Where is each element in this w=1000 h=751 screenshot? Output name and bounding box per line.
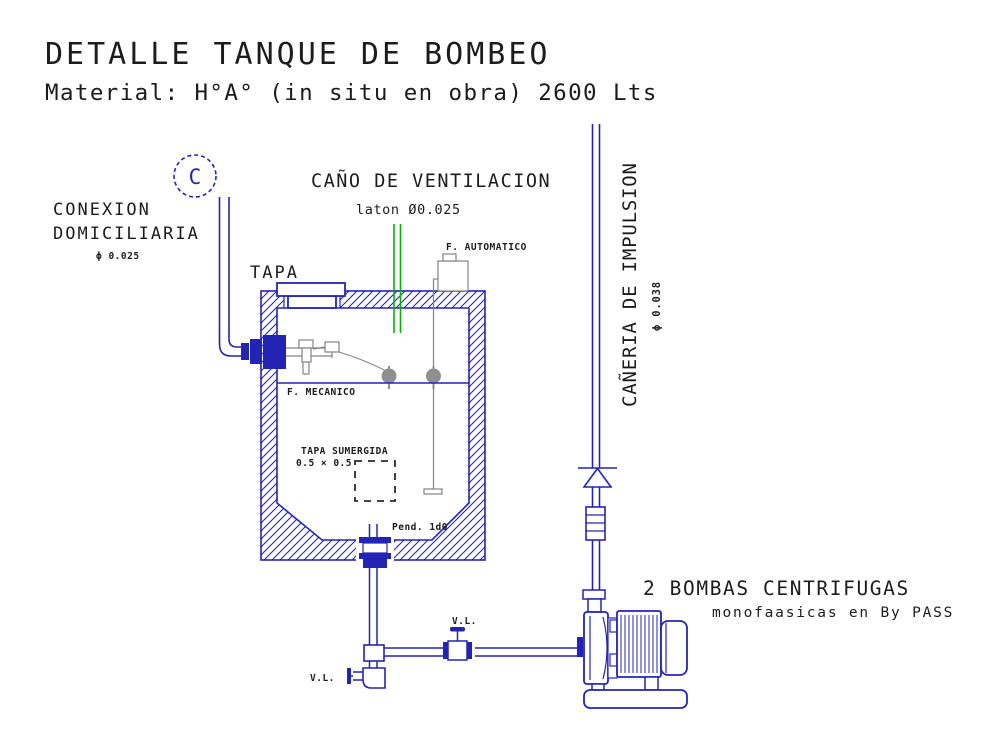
submerged-lid-outline <box>354 460 396 502</box>
slope-label: Pend. 1d0 <box>392 522 448 533</box>
float-mech-label: F. MECANICO <box>287 387 355 398</box>
vent-label: CAÑO DE VENTILACION <box>311 170 551 192</box>
float-auto-label: F. AUTOMATICO <box>446 242 527 253</box>
drain-valve <box>347 668 351 684</box>
drain-valve-label: V.L. <box>310 673 335 684</box>
conexion-label-2: DOMICILIARIA <box>53 224 200 244</box>
marker-letter: C <box>189 165 202 189</box>
conexion-label-1: CONEXION <box>53 200 151 220</box>
pumps-label-1: 2 BOMBAS CENTRIFUGAS <box>643 577 910 600</box>
line-valve-label: V.L. <box>452 616 477 627</box>
submerged-lid-label-2: 0.5 × 0.5 <box>296 458 352 469</box>
float-valve-mechanical <box>286 339 397 389</box>
page-title: DETALLE TANQUE DE BOMBEO <box>45 37 550 72</box>
page-subtitle: Material: H°A° (in situ en obra) 2600 Lt… <box>45 80 658 106</box>
flex-coupling <box>585 506 606 541</box>
pump-suction-flange <box>577 637 583 657</box>
drain-piping <box>347 644 577 689</box>
connection-marker: C <box>173 154 217 198</box>
impulsion-pipe <box>591 124 601 590</box>
check-valve <box>578 467 617 488</box>
pump-base <box>583 689 688 709</box>
centrifugal-pump <box>577 589 688 709</box>
tapa-label: TAPA <box>250 263 299 283</box>
submerged-lid-label-1: TAPA SUMERGIDA <box>301 446 388 457</box>
bottom-outlet <box>356 524 394 645</box>
pumps-label-2: monofaasicas en By PASS <box>712 605 954 621</box>
float-switch-automatic <box>423 253 469 495</box>
impulsion-diameter: ϕ 0.038 <box>651 281 663 331</box>
vent-spec-label: laton Ø0.025 <box>356 202 461 218</box>
domiciliary-pipe <box>218 197 241 357</box>
conexion-diameter: ϕ 0.025 <box>96 251 140 262</box>
vent-pipe <box>393 224 402 333</box>
impulsion-label: CAÑERIA DE IMPULSION <box>618 162 641 407</box>
pump-motor <box>616 610 662 678</box>
pump-end-cap <box>660 620 688 676</box>
line-valve <box>443 627 475 662</box>
tank-lid <box>276 282 346 309</box>
